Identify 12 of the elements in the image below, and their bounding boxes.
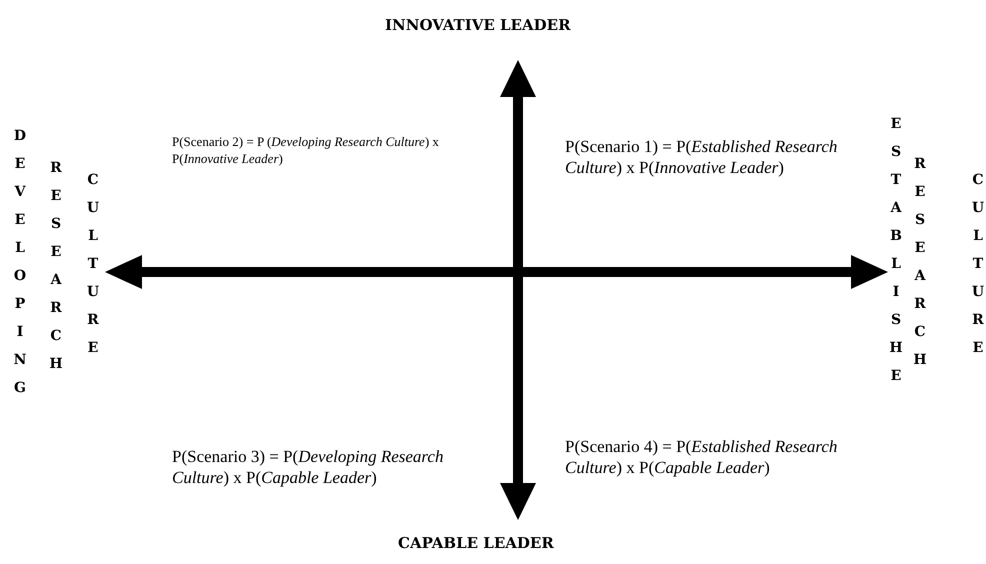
axis-label: INNOVATIVE LEADER	[385, 16, 571, 34]
axis-label: CULTURE	[85, 172, 101, 368]
scenario-text: P(Scenario 2) = P (Developing Research Culture) x P(Innovative Leader)	[172, 133, 440, 167]
axis-label: CAPABLE LEADER	[398, 534, 554, 552]
scenario-text: P(Scenario 3) = P(Developing Research Culture) x P(Capable Leader)	[172, 446, 444, 488]
scenario-text: P(Scenario 4) = P(Established Research Culture) x P(Capable Leader)	[565, 436, 838, 478]
axis-label: RESEARCH	[48, 160, 64, 384]
axis-label: RESEARCH	[912, 156, 928, 380]
scenario-text: P(Scenario 1) = P(Established Research Culture) x P(Innovative Leader)	[565, 136, 838, 178]
axis-label: CULTURE	[970, 172, 986, 368]
axis-label: DEVELOPING	[12, 128, 28, 408]
axis-label: ESTABLISHE	[888, 116, 904, 396]
